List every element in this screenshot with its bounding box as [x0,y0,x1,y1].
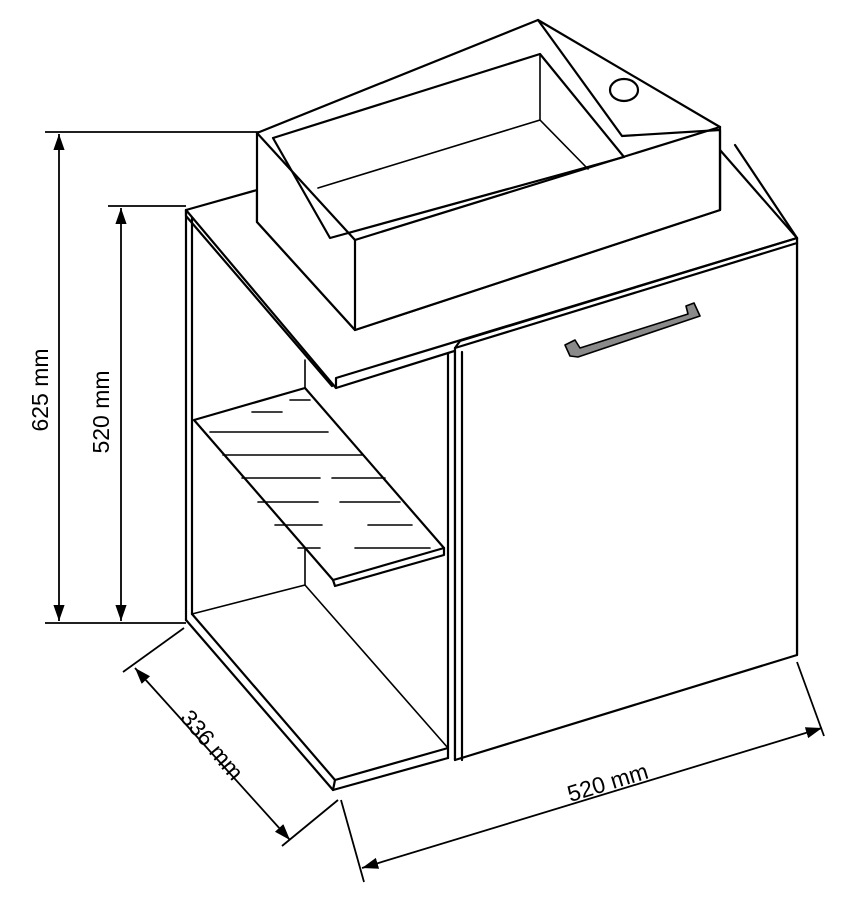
door-handle-icon [564,302,701,358]
tap-hole-icon [608,77,640,103]
total-height-label: 625 mm [27,348,53,431]
door [453,236,799,762]
depth-label: 336 mm [175,705,248,785]
slatted-shelf [192,386,446,588]
basin [255,18,722,332]
dimension-total-height: 625 mm [27,131,260,624]
dimension-depth: 336 mm [122,627,339,847]
width-label: 520 mm [564,758,651,807]
dimension-cabinet-height: 520 mm [88,205,186,621]
cabinet-height-label: 520 mm [88,370,114,453]
